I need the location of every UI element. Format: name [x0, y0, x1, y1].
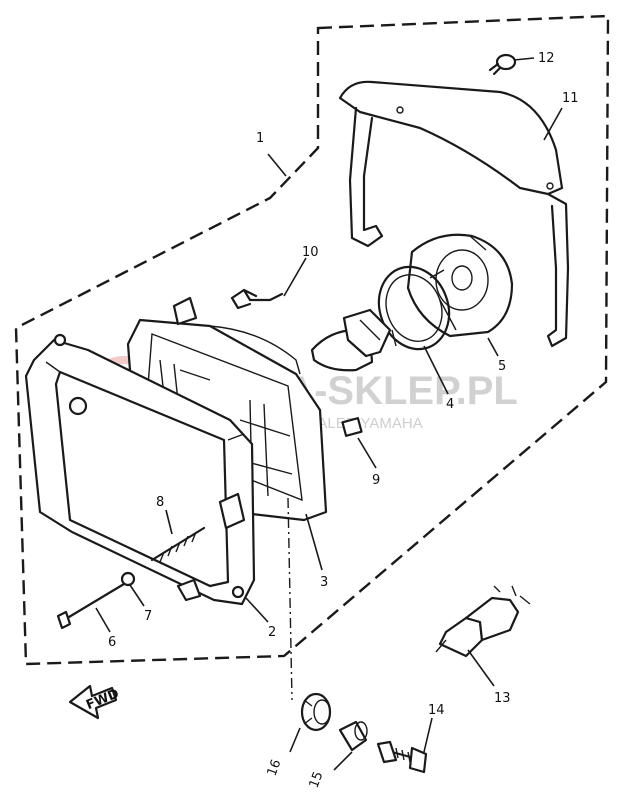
part-14-bolt [376, 740, 428, 774]
callout-1: 1 [256, 131, 264, 146]
callout-labels: 1 2 3 4 5 6 7 8 9 10 11 12 13 14 15 16 [108, 51, 579, 790]
callout-8: 8 [156, 495, 164, 510]
callout-13: 13 [494, 691, 511, 706]
assembly-boundary [14, 14, 610, 666]
callout-14: 14 [428, 703, 445, 718]
part-10-spring-clip [230, 288, 284, 310]
part-13-bulb [435, 585, 531, 658]
part-8-adjusting-screw [150, 526, 206, 563]
callout-6: 6 [108, 635, 116, 650]
headlight-bulb [310, 308, 392, 372]
callout-11: 11 [562, 91, 579, 106]
part-11-headlight-stay [338, 80, 570, 348]
callout-10: 10 [302, 245, 319, 260]
callout-15: 15 [307, 770, 327, 791]
callout-3: 3 [320, 575, 328, 590]
callout-16: 16 [265, 758, 285, 779]
part-16-grommet [300, 692, 332, 732]
callout-4: 4 [446, 397, 454, 412]
callout-12: 12 [538, 51, 555, 66]
leader-lines [95, 57, 563, 771]
part-4-retaining-ring [377, 265, 451, 351]
callout-7: 7 [144, 609, 152, 624]
callout-9: 9 [372, 473, 380, 488]
alignment-line [287, 497, 293, 701]
callout-2: 2 [268, 625, 276, 640]
part-5-socket-cover [406, 233, 514, 338]
part-15-collar [338, 720, 368, 752]
part-7-washer [120, 571, 136, 587]
part-9-clip [341, 417, 363, 437]
part-12-bolt [488, 53, 517, 76]
part-2-headlight-rim [24, 333, 256, 606]
fwd-arrow: FWD [68, 684, 121, 720]
part-6-screw [56, 582, 126, 630]
callout-5: 5 [498, 359, 506, 374]
